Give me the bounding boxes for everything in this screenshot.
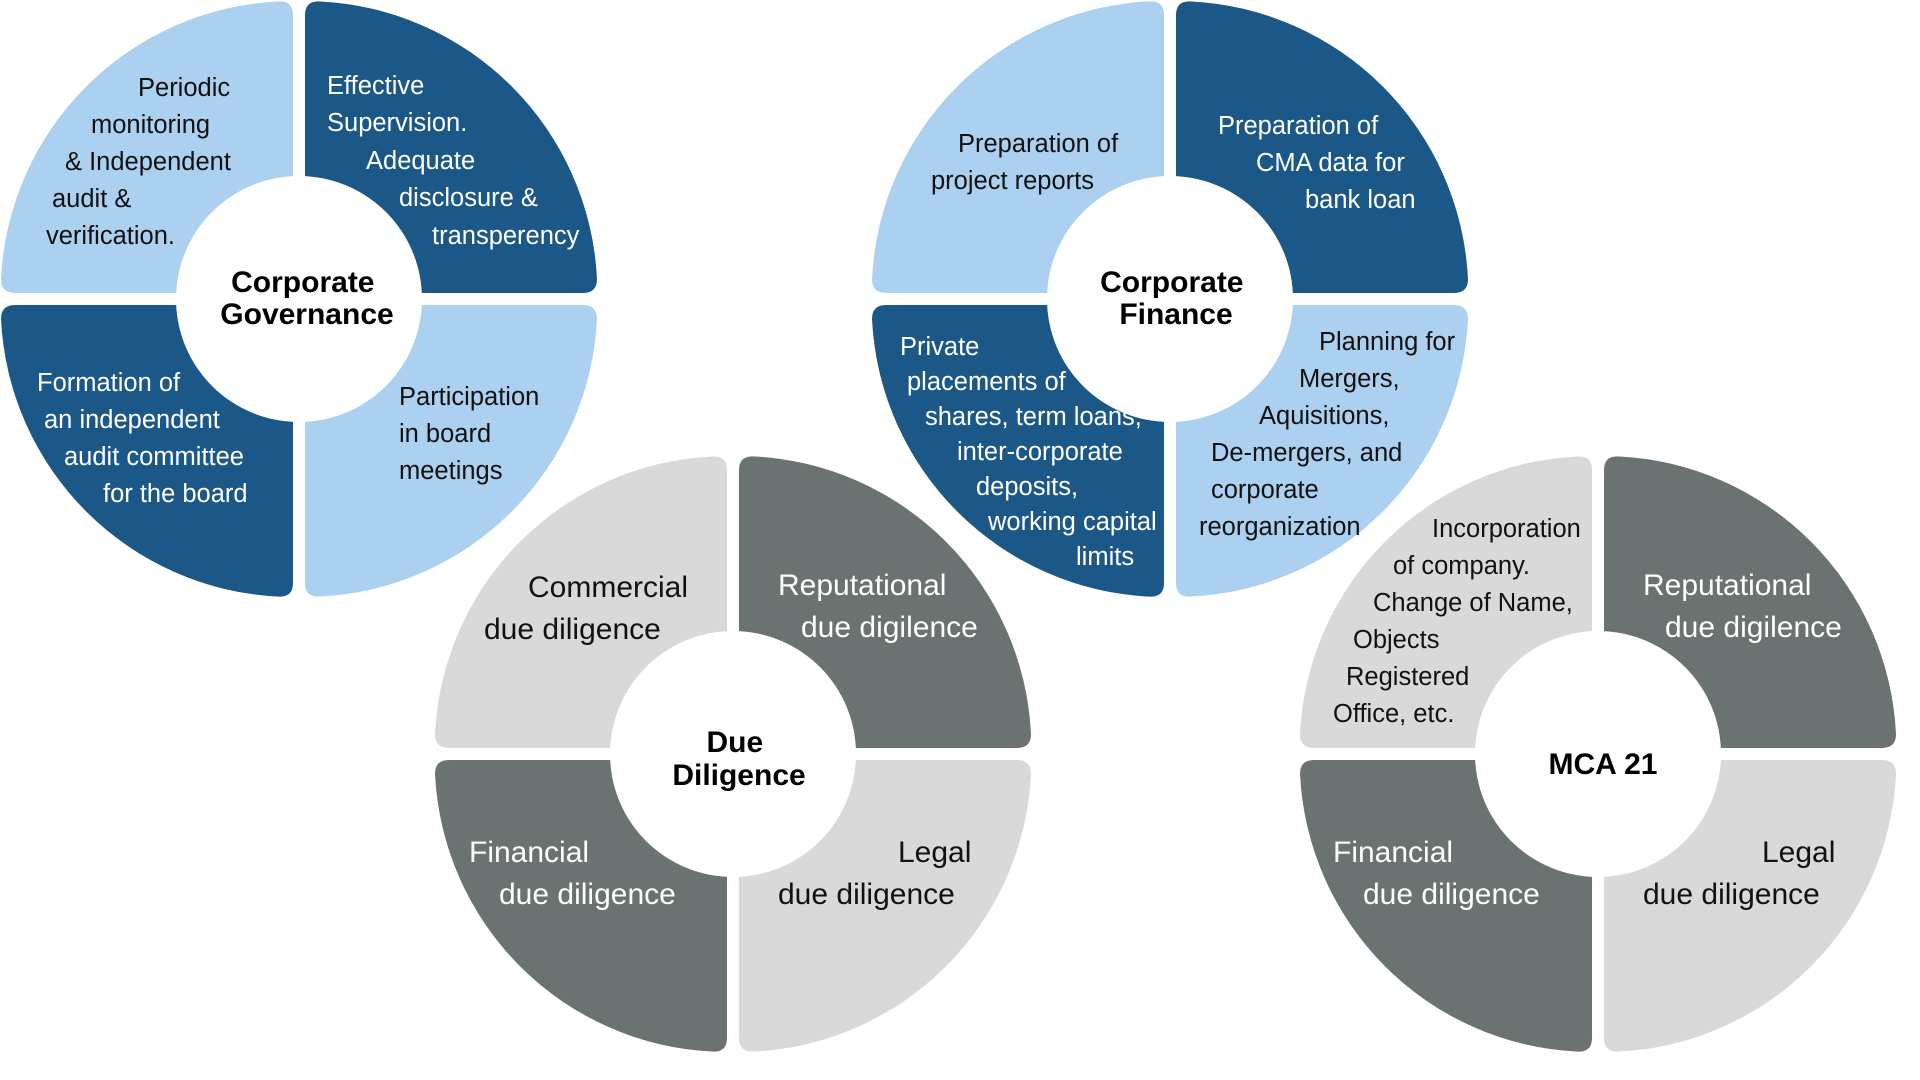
quadrant-label: Reputational due digilence: [778, 569, 978, 644]
diagram-corporate-finance: Preparation of project reports Preparati…: [872, 1, 1468, 597]
quadrant-label: Legal due diligence: [1643, 836, 1844, 911]
diagram-title: MCA 21: [1549, 748, 1658, 781]
center-hub: [610, 631, 856, 877]
quadrant-label: Formation of an independent audit commit…: [37, 369, 251, 508]
quadrant-label: Periodic monitoring & Independent audit …: [46, 74, 238, 250]
quadrant-label: Financial due diligence: [1333, 836, 1540, 911]
quadrant-label: Participation in board meetings: [399, 383, 546, 485]
quadrant-label: Effective Supervision. Adequate disclosu…: [327, 72, 580, 250]
quadrant-label: Private placements of shares, term loans…: [900, 333, 1164, 571]
diagram-corporate-governance: Periodic monitoring & Independent audit …: [1, 1, 597, 597]
center-hub: [1475, 631, 1721, 877]
quadrant-label: Legal due diligence: [778, 836, 980, 911]
center-hub: [1047, 176, 1293, 422]
diagram-title: Corporate Governance: [220, 266, 393, 331]
quadrant-label: Incorporation of company. Change of Name…: [1333, 515, 1588, 728]
center-hub: [176, 176, 422, 422]
quadrant-label: Preparation of project reports: [931, 130, 1125, 195]
quadrant-label: Reputational due digilence: [1643, 569, 1842, 644]
quadrant-label: Preparation of CMA data for bank loan: [1218, 112, 1416, 214]
diagram-mca-21: Incorporation of company. Change of Name…: [1300, 456, 1896, 1052]
diagram-due-diligence: Commercial due diligence Reputational du…: [435, 456, 1031, 1052]
quadrant-label: Planning for Mergers, Aquisitions, De-me…: [1199, 328, 1462, 541]
quadrant-label: Financial due diligence: [469, 836, 676, 911]
diagram-title: Corporate Finance: [1100, 266, 1252, 331]
quadrant-label: Commercial due diligence: [484, 571, 696, 646]
diagram-title: Due Diligence: [672, 726, 805, 792]
